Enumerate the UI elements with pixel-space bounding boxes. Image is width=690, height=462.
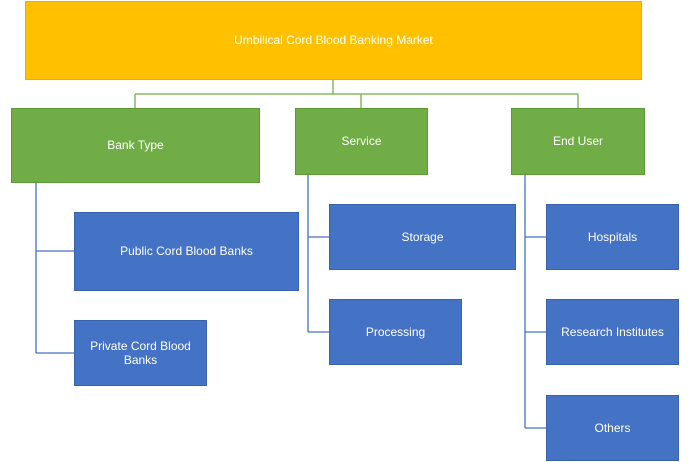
- category-label: Bank Type: [107, 138, 164, 153]
- item-label: Storage: [401, 229, 444, 244]
- item-processing: Processing: [329, 299, 462, 365]
- item-label: Public Cord Blood Banks: [120, 244, 253, 259]
- item-label: Hospitals: [587, 229, 638, 244]
- item-research-institutes: Research Institutes: [546, 299, 679, 365]
- root-label: Umbilical Cord Blood Banking Market: [234, 33, 433, 48]
- item-label: Research Institutes: [561, 324, 664, 339]
- category-label: Service: [341, 134, 382, 149]
- branch-connectors: [35, 175, 546, 429]
- category-bank-type: Bank Type: [11, 108, 260, 183]
- root-node: Umbilical Cord Blood Banking Market: [25, 1, 642, 80]
- category-end-user: End User: [511, 108, 645, 175]
- category-label: End User: [552, 134, 604, 149]
- item-label: Private Cord Blood Banks: [90, 338, 191, 367]
- root-connectors: [134, 80, 579, 108]
- item-hospitals: Hospitals: [546, 204, 679, 270]
- item-label: Processing: [365, 324, 426, 339]
- item-storage: Storage: [329, 204, 516, 270]
- item-label: Others: [594, 420, 631, 435]
- category-service: Service: [295, 108, 428, 175]
- item-private-cord-blood-banks: Private Cord Blood Banks: [74, 320, 207, 386]
- item-others: Others: [546, 395, 679, 461]
- item-public-cord-blood-banks: Public Cord Blood Banks: [74, 212, 299, 291]
